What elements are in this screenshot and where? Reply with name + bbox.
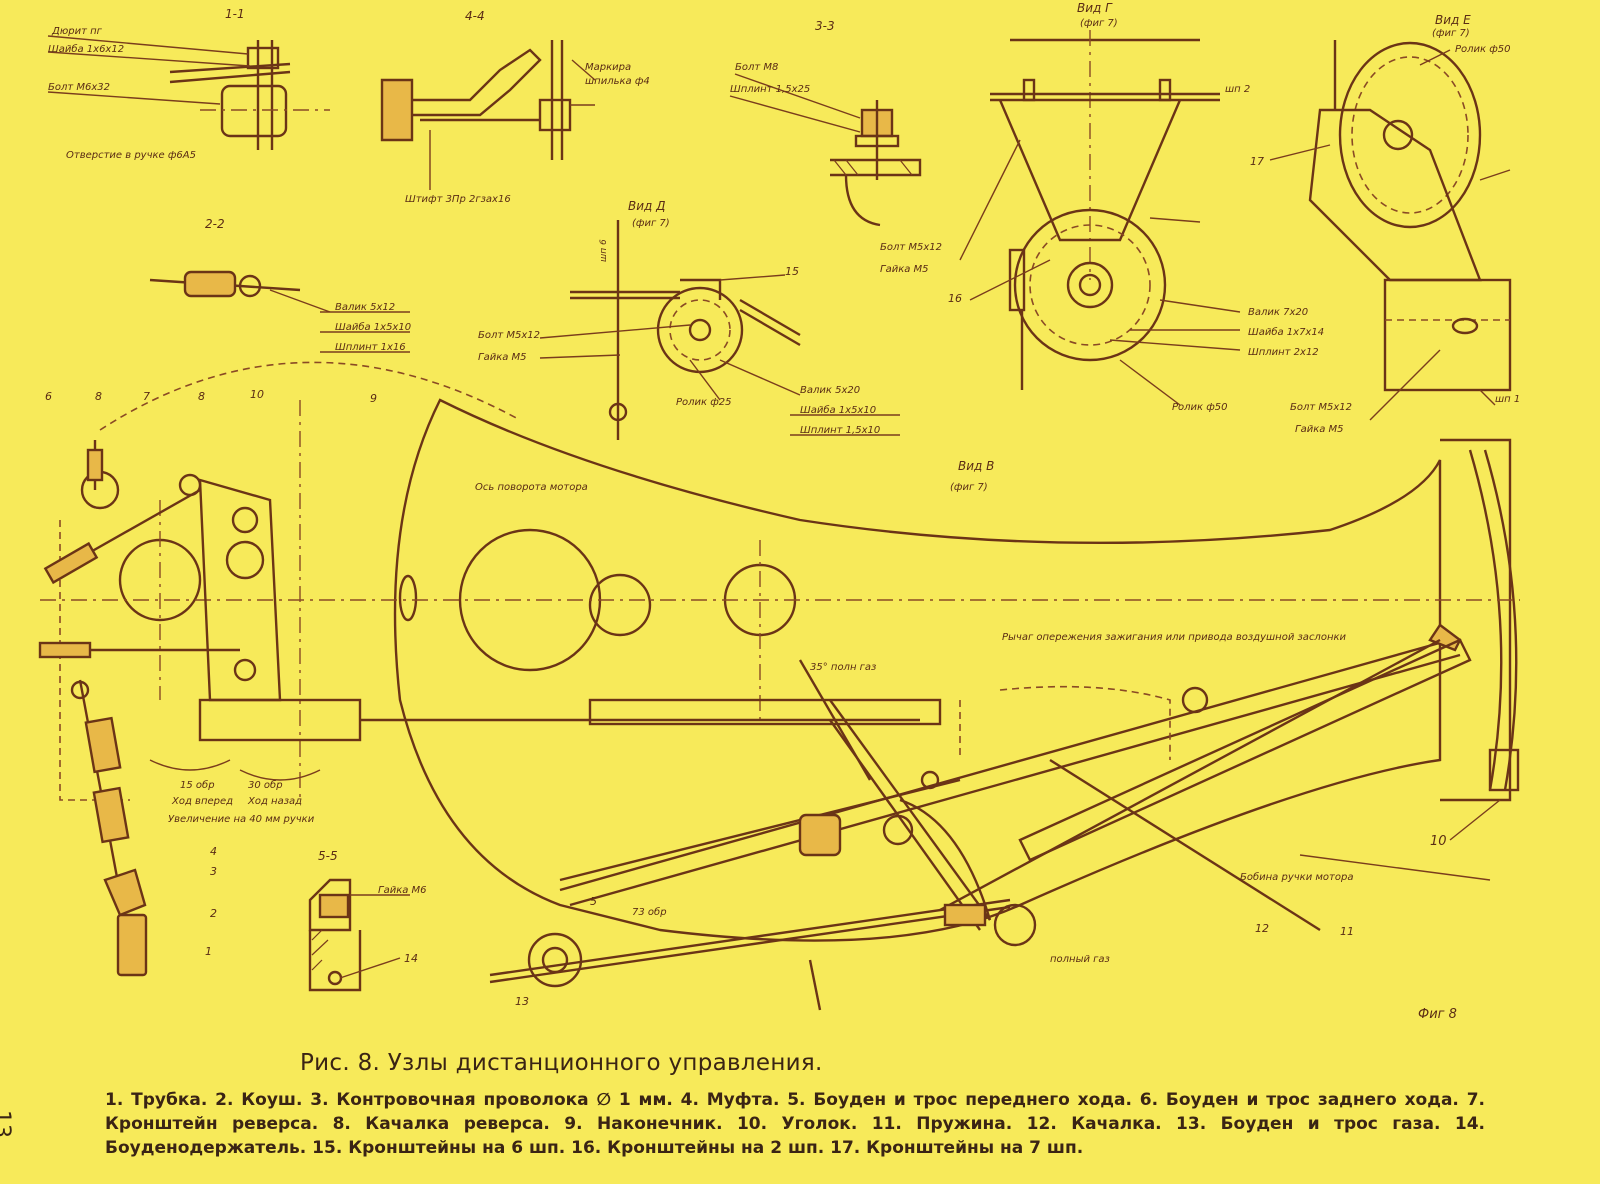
num-3: 3: [210, 865, 217, 878]
label-g-f: Ролик ф50: [1172, 402, 1228, 413]
label-g-c: Валик 7х20: [1248, 307, 1308, 318]
label-s33-a: Болт М8: [735, 62, 778, 73]
view-v-ref: (фиг 7): [950, 482, 988, 493]
num-7: 7: [143, 390, 150, 403]
label-d-g: шп 6: [599, 239, 609, 262]
view-e: Вид Е (фиг 7) Ролик ф50 17 Болт М5х12 Га…: [1250, 13, 1520, 435]
num-2: 2: [210, 907, 217, 920]
label-d-d: Шайба 1х5х10: [800, 404, 876, 416]
label-v-g: 30 обр: [248, 779, 283, 791]
num-6: 6: [45, 390, 52, 403]
view-d-title: Вид Д: [628, 199, 666, 213]
section-4-4-title: 4-4: [465, 9, 485, 23]
num-13: 13: [515, 995, 529, 1008]
label-d-c: Валик 5х20: [800, 385, 860, 396]
label-s44-c: Штифт 3Пр 2гзах16: [405, 194, 511, 205]
label-v-d: 35° полн газ: [810, 662, 876, 673]
label-s11-b: Шайба 1х6х12: [48, 43, 124, 55]
label-v-b: Рычаг опережения зажигания или привода в…: [1002, 632, 1347, 643]
label-e-c: Гайка М5: [1295, 424, 1344, 435]
num-4: 4: [210, 845, 217, 858]
label-v-f: 15 обр: [180, 779, 215, 791]
label-g-a: Болт М5х12: [880, 242, 942, 253]
figure-legend: 1. Трубка. 2. Коуш. 3. Контровочная пров…: [105, 1090, 1485, 1158]
view-g: Вид Г (фиг 7) Болт М5х12 Гайка М5 16 Вал…: [880, 1, 1324, 413]
label-g-g: шп 2: [1225, 84, 1250, 95]
num-1: 1: [205, 945, 212, 958]
view-g-title: Вид Г: [1077, 1, 1113, 15]
section-4-4: 4-4 Маркира шпилька ф4 Штифт 3Пр 2гзах16: [380, 9, 650, 205]
label-v-h: Ход вперед: [171, 796, 233, 807]
label-v-e: полный газ: [1050, 954, 1110, 965]
num-10: 10: [1430, 834, 1447, 849]
label-s44-b: шпилька ф4: [585, 76, 650, 87]
section-2-2-title: 2-2: [205, 217, 225, 231]
label-g-b: Гайка М5: [880, 264, 929, 275]
page-number: 13: [0, 1110, 14, 1138]
num-8: 8: [198, 390, 205, 403]
view-e-title: Вид Е: [1435, 13, 1471, 27]
num-15: 15: [785, 265, 799, 278]
label-s11-a: Дюрит пг: [51, 26, 103, 37]
label-s11-c: Болт М6х32: [48, 82, 110, 93]
label-d-a: Болт М5х12: [478, 330, 540, 341]
num-10-top: 10: [250, 388, 264, 401]
num-9: 9: [370, 392, 377, 405]
num-11: 11: [1340, 925, 1354, 938]
label-v-c: Бобина ручки мотора: [1240, 871, 1353, 883]
label-v-a: Ось поворота мотора: [475, 482, 588, 493]
label-s22-b: Шайба 1х5х10: [335, 321, 411, 333]
label-s33-b: Шплинт 1,5х25: [730, 84, 810, 95]
label-s11-d: Отверстие в ручке ф6А5: [66, 150, 196, 161]
num-14: 14: [404, 952, 418, 965]
view-d: Вид Д (фиг 7) 15 Болт М5х12 Гайка М5 Вал…: [478, 199, 900, 440]
label-e-a: Ролик ф50: [1455, 44, 1511, 55]
section-3-3: 3-3 Болт М8 Шплинт 1,5х25: [729, 19, 922, 227]
label-v-l: Гайка М6: [378, 885, 427, 896]
label-d-e: Шплинт 1,5х10: [800, 425, 880, 436]
view-e-ref: (фиг 7): [1432, 28, 1470, 39]
section-1-1: 1-1 Дюрит пг Шайба 1х6х12 Болт М6х32 Отв…: [47, 7, 330, 161]
main-view-v: Вид В (фиг 7): [38, 361, 1520, 1011]
num-5: 5: [590, 895, 597, 908]
num-8-top: 8: [95, 390, 102, 403]
fig-mark: Фиг 8: [1418, 1007, 1457, 1022]
num-17: 17: [1250, 155, 1264, 168]
num-12: 12: [1255, 922, 1269, 935]
technical-drawing: 1-1 Дюрит пг Шайба 1х6х12 Болт М6х32 Отв…: [38, 1, 1520, 1022]
label-g-e: Шплинт 2х12: [1248, 347, 1319, 358]
label-d-b: Гайка М5: [478, 352, 527, 363]
view-d-ref: (фиг 7): [632, 218, 670, 229]
section-3-3-title: 3-3: [815, 19, 835, 33]
label-s22-a: Валик 5х12: [335, 302, 395, 313]
label-s22-c: Шплинт 1х16: [335, 342, 406, 353]
label-e-b: Болт М5х12: [1290, 402, 1352, 413]
label-s44-a: Маркира: [585, 62, 631, 73]
label-d-f: Ролик ф25: [676, 397, 732, 408]
section-5-5: 5-5 Гайка М6 14: [308, 849, 427, 992]
view-g-ref: (фиг 7): [1080, 18, 1118, 29]
label-v-j: Увеличение на 40 мм ручки: [168, 814, 315, 825]
label-v-i: Ход назад: [247, 796, 302, 807]
view-v-title: Вид В: [958, 459, 994, 473]
label-e-d: шп 1: [1495, 394, 1520, 405]
label-g-d: Шайба 1х7х14: [1248, 326, 1324, 338]
section-5-5-title: 5-5: [318, 849, 338, 863]
figure-caption: Рис. 8. Узлы дистанционного управления.: [300, 1050, 823, 1076]
section-2-2: 2-2 Валик 5х12 Шайба 1х5х10 Шплинт 1х16: [149, 217, 411, 353]
num-16: 16: [948, 292, 962, 305]
label-v-k: 73 обр: [632, 906, 667, 918]
section-1-1-title: 1-1: [225, 7, 245, 21]
